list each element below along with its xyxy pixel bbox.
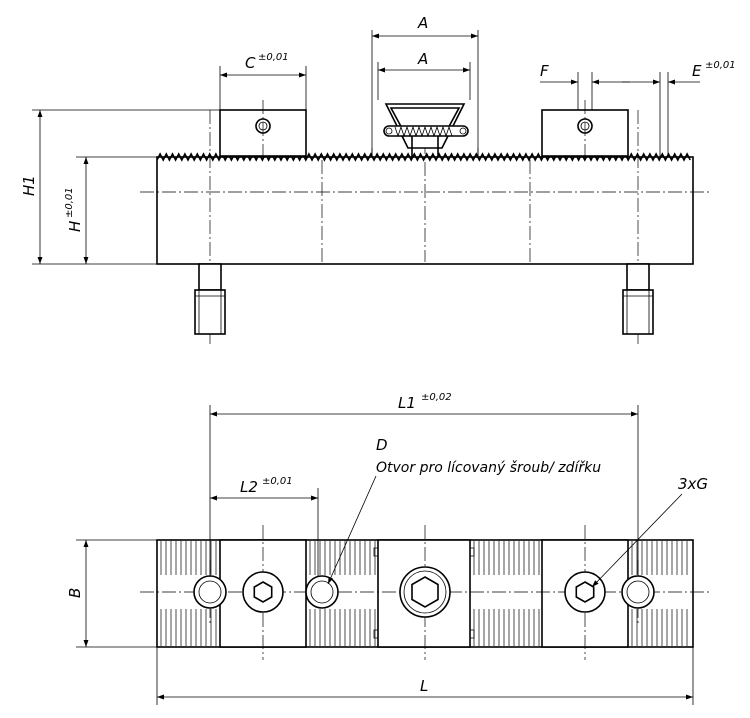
- left-block-hole: [255, 118, 271, 134]
- dim-G-label: 3xG: [678, 475, 708, 493]
- dim-L2-label: L2: [240, 478, 258, 496]
- dim-A-inner-label: A: [417, 50, 428, 68]
- dim-H1-label: H1: [20, 175, 38, 196]
- hole-D: [305, 575, 339, 609]
- right-block-hole-inner: [580, 121, 590, 131]
- right-bolt: [622, 263, 654, 335]
- left-bolt: [194, 263, 226, 335]
- screw-left: [242, 571, 284, 613]
- dim-E-tolerance: ±0,01: [705, 60, 736, 71]
- dim-A-label: A: [417, 14, 428, 32]
- hole-outer-left: [193, 575, 227, 609]
- screw-right: [564, 571, 606, 613]
- dim-F-label: F: [540, 62, 549, 80]
- dim-H-tolerance: ±0,01: [64, 187, 75, 218]
- right-block-hole: [577, 118, 593, 134]
- dim-L-label: L: [420, 677, 428, 695]
- dim-L1-label: L1: [398, 394, 416, 412]
- dim-L2-tolerance: ±0,01: [262, 476, 293, 487]
- plan-view: L1 ±0,02 L2 ±0,01 D Otvor pro lícovaný š…: [66, 392, 710, 705]
- dim-B-label: B: [66, 588, 84, 598]
- side-view: A A C ±0,01 F E ±0,01 H1 H ±0,01: [20, 14, 736, 345]
- dim-D-label: D: [376, 436, 388, 454]
- dim-E-label: E: [692, 62, 702, 80]
- center-clamp: [371, 103, 479, 157]
- screw-center: [399, 566, 451, 618]
- hole-outer-right: [621, 575, 655, 609]
- dim-H-label: H: [66, 221, 84, 232]
- left-block-hole-inner: [258, 121, 268, 131]
- dim-D-note: Otvor pro lícovaný šroub/ zdířku: [376, 460, 601, 476]
- dim-C-tolerance: ±0,01: [258, 52, 289, 63]
- dim-C-label: C: [245, 54, 256, 72]
- ribbed-zones: [160, 541, 688, 646]
- dim-L1-tolerance: ±0,02: [421, 392, 452, 403]
